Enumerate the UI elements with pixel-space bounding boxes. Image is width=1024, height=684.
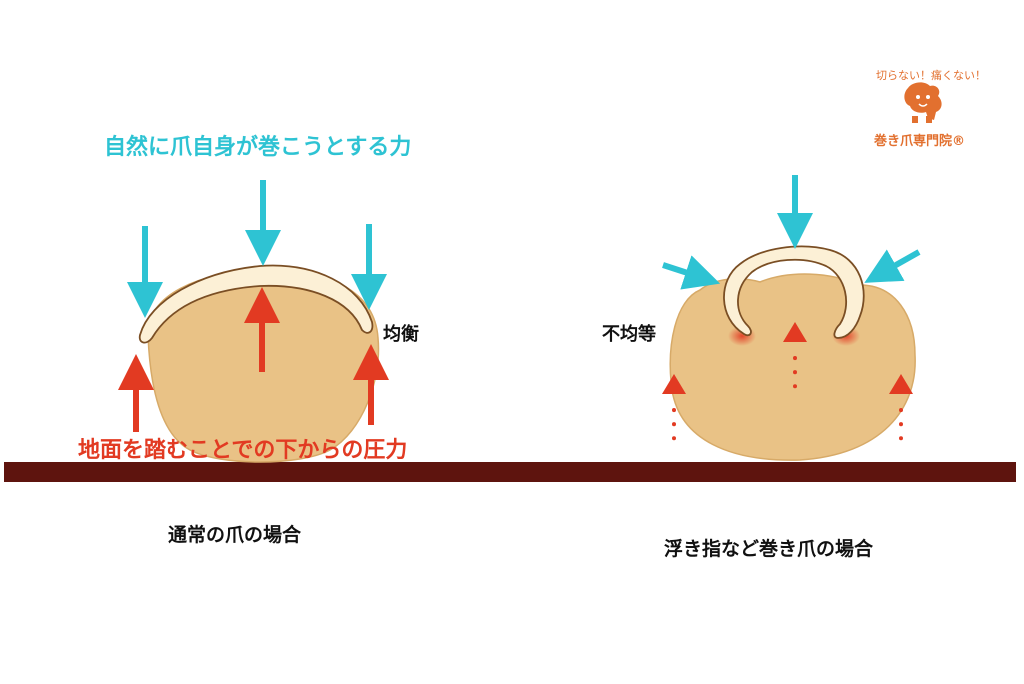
normal-nail: [138, 264, 374, 344]
logo-tagline: 切らない！痛くない！: [876, 69, 986, 82]
curled-cyan-arrow-right: [864, 249, 921, 283]
mascot-logo-icon: [904, 82, 942, 123]
curled-nail: [723, 245, 865, 339]
curled-toe-group: [662, 175, 921, 461]
normal-toe-group: [118, 180, 389, 463]
unbalanced-label: 不均等: [602, 324, 656, 345]
balanced-label: 均衡: [383, 324, 419, 345]
curled-red-triangle-center: [783, 322, 807, 342]
ground-bar: [4, 462, 1016, 482]
caption-curled: 浮き指など巻き爪の場合: [664, 538, 874, 560]
curled-red-triangle-right: [889, 374, 913, 394]
caption-normal: 通常の爪の場合: [168, 524, 302, 546]
logo-name: 巻き爪専門院®: [874, 134, 966, 149]
curled-red-triangle-left: [662, 374, 686, 394]
natural-force-label: 自然に爪自身が巻こうとする力: [104, 135, 412, 160]
ground-force-label: 地面を踏むことでの下からの圧力: [78, 438, 408, 463]
curled-cyan-arrow-left: [662, 255, 721, 290]
curled-toe: [669, 273, 916, 461]
